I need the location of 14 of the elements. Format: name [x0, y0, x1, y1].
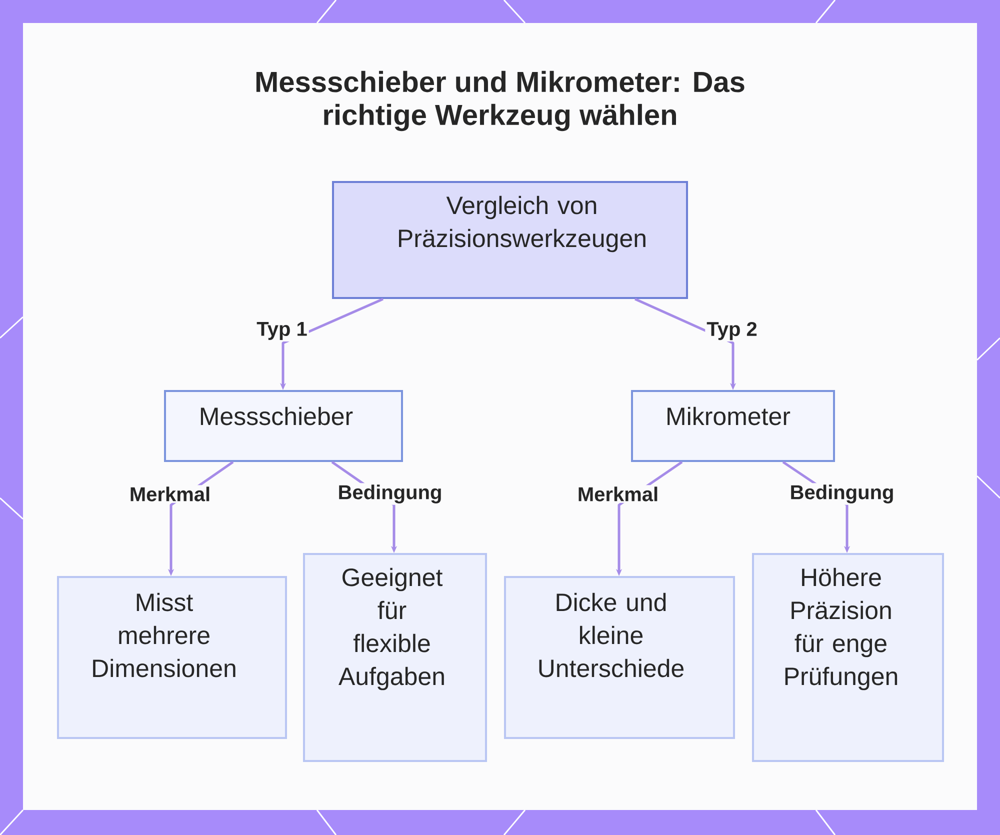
edge-label: Typ 1 — [255, 320, 309, 342]
title: Messschieber und Mikrometer: Das richtige Werkzeug wählen — [256, 70, 744, 132]
edge-label: Merkmal — [128, 485, 212, 503]
leaf-box: Misst mehrere Dimensionen — [57, 576, 287, 739]
edge-label: Merkmal — [576, 485, 660, 503]
root-box: Vergleich von Präzisionswerkzeugen — [332, 181, 688, 299]
leaf-box: Geeignet für flexible Aufgaben — [303, 553, 487, 762]
edge-label: Typ 2 — [705, 320, 759, 342]
edge-label: Bedingung — [336, 483, 444, 505]
edge-label: Bedingung — [788, 483, 896, 505]
branch-box: Mikrometer — [631, 390, 836, 462]
leaf-box: Höhere Präzision für enge Prüfungen — [752, 553, 944, 762]
branch-box: Messschieber — [164, 390, 403, 462]
leaf-box: Dicke und kleine Unterschiede — [504, 576, 735, 739]
